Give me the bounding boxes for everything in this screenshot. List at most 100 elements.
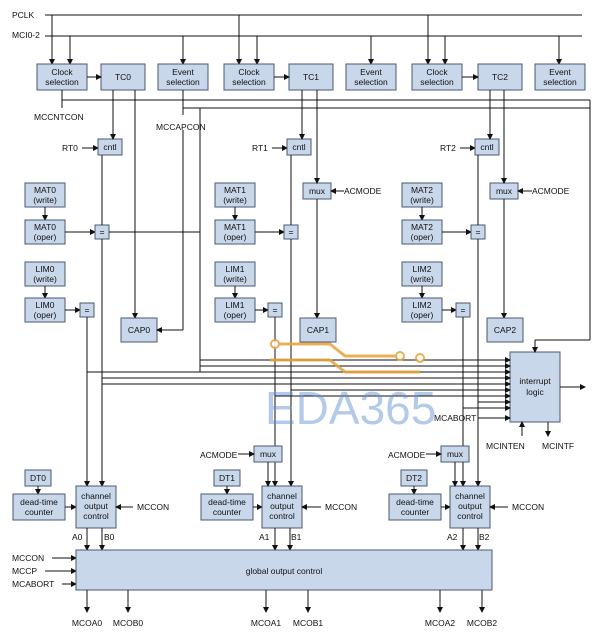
svg-text:LIM0: LIM0: [36, 264, 55, 274]
svg-text:(write): (write): [410, 195, 434, 205]
svg-text:MAT0: MAT0: [34, 185, 56, 195]
svg-text:global output control: global output control: [246, 566, 323, 576]
svg-text:(write): (write): [33, 274, 57, 284]
svg-text:LIM2: LIM2: [413, 300, 432, 310]
mccp-label: MCCP: [12, 566, 37, 576]
dt1-block: DT1: [213, 469, 241, 487]
interrupt-logic: interrupt logic: [509, 351, 561, 423]
a0-label: A0: [72, 532, 83, 542]
svg-text:DT2: DT2: [406, 473, 422, 483]
pclk-label: PCLK: [12, 10, 35, 20]
svg-text:mux: mux: [309, 186, 326, 196]
svg-text:(write): (write): [223, 195, 247, 205]
svg-text:=: =: [100, 227, 105, 237]
mcinten-label: MCINTEN: [486, 441, 525, 451]
svg-text:LIM1: LIM1: [226, 264, 245, 274]
cntl-0: cntl: [97, 138, 123, 156]
cap0-block: CAP0: [120, 317, 158, 343]
cntl-2: cntl: [474, 138, 500, 156]
svg-text:mux: mux: [496, 186, 513, 196]
lim1-write: LIM1 (write): [214, 261, 256, 287]
lim1-oper: LIM1 (oper): [214, 297, 256, 323]
svg-text:channel: channel: [81, 491, 111, 501]
svg-text:LIM2: LIM2: [413, 264, 432, 274]
svg-text:interrupt: interrupt: [519, 376, 551, 386]
svg-text:(oper): (oper): [411, 310, 434, 320]
mccon-ch2-label: MCCON: [512, 502, 544, 512]
lim2-write: LIM2 (write): [401, 261, 443, 287]
svg-text:output: output: [84, 501, 108, 511]
svg-text:MAT1: MAT1: [224, 222, 246, 232]
svg-text:MAT1: MAT1: [224, 185, 246, 195]
dead-time-counter-2: dead-time counter: [388, 493, 442, 521]
comparator-mat1: =: [283, 224, 299, 240]
svg-text:dead-time: dead-time: [208, 497, 246, 507]
lim0-oper: LIM0 (oper): [24, 297, 66, 323]
output-mcoa1: MCOA1: [251, 618, 282, 628]
svg-text:(oper): (oper): [411, 232, 434, 242]
svg-text:mux: mux: [260, 449, 277, 459]
mat2-write: MAT2 (write): [401, 182, 443, 208]
tc2-block: TC2: [477, 63, 523, 91]
dead-time-counter-1: dead-time counter: [200, 493, 254, 521]
dt2-block: DT2: [400, 469, 428, 487]
svg-text:=: =: [461, 305, 466, 315]
mcabort-int-label: MCABORT: [434, 413, 476, 423]
svg-text:mux: mux: [447, 449, 464, 459]
comparator-mat0: =: [94, 224, 110, 240]
svg-text:dead-time: dead-time: [396, 497, 434, 507]
channel-output-control-0: channel output control: [75, 485, 117, 529]
b0-label: B0: [104, 532, 115, 542]
svg-text:dead-time: dead-time: [20, 497, 58, 507]
mccon-global-label: MCCON: [12, 553, 44, 563]
svg-text:CAP0: CAP0: [128, 325, 150, 335]
comparator-lim2: =: [455, 302, 471, 318]
svg-text:Event: Event: [549, 67, 571, 77]
svg-text:TC2: TC2: [492, 72, 508, 82]
svg-text:(oper): (oper): [34, 232, 57, 242]
svg-text:LIM0: LIM0: [36, 300, 55, 310]
svg-text:selection: selection: [232, 77, 266, 87]
svg-text:cntl: cntl: [103, 142, 116, 152]
cap1-block: CAP1: [299, 317, 337, 343]
acmode-mux2-label: ACMODE: [388, 450, 426, 460]
mccon-ch1-label: MCCON: [325, 502, 357, 512]
svg-text:channel: channel: [455, 491, 485, 501]
event-selection-2: Event selection: [534, 63, 586, 91]
svg-text:Event: Event: [360, 67, 382, 77]
mux-1-bottom: mux: [253, 445, 283, 463]
watermark-logo: EDA365: [265, 339, 436, 434]
channel-output-control-1: channel output control: [261, 485, 303, 529]
svg-text:TC1: TC1: [303, 72, 319, 82]
dead-time-counter-0: dead-time counter: [12, 493, 66, 521]
svg-text:Event: Event: [172, 67, 194, 77]
svg-text:=: =: [85, 305, 90, 315]
svg-text:(write): (write): [223, 274, 247, 284]
svg-text:control: control: [269, 511, 295, 521]
svg-text:counter: counter: [401, 507, 430, 517]
clock-selection-0: Clock selection: [36, 63, 88, 91]
mat2-oper: MAT2 (oper): [401, 219, 443, 245]
svg-text:=: =: [273, 305, 278, 315]
mux-1-top: mux: [302, 182, 332, 200]
a2-label: A2: [447, 532, 458, 542]
svg-text:selection: selection: [166, 77, 200, 87]
mci02-label: MCI0-2: [12, 30, 40, 40]
output-mcob1: MCOB1: [293, 618, 324, 628]
mat0-oper: MAT0 (oper): [24, 219, 66, 245]
mccapcon-label: MCCAPCON: [156, 122, 206, 132]
svg-text:selection: selection: [354, 77, 388, 87]
svg-text:MAT2: MAT2: [411, 222, 433, 232]
svg-text:output: output: [458, 501, 482, 511]
b2-label: B2: [479, 532, 490, 542]
svg-text:(write): (write): [410, 274, 434, 284]
lim0-write: LIM0 (write): [24, 261, 66, 287]
mat1-oper: MAT1 (oper): [214, 219, 256, 245]
tc0-block: TC0: [100, 63, 146, 91]
svg-text:MAT2: MAT2: [411, 185, 433, 195]
clock-selection-1: Clock selection: [223, 63, 275, 91]
comparator-lim1: =: [267, 302, 283, 318]
dt0-block: DT0: [24, 469, 52, 487]
svg-text:DT1: DT1: [219, 473, 235, 483]
